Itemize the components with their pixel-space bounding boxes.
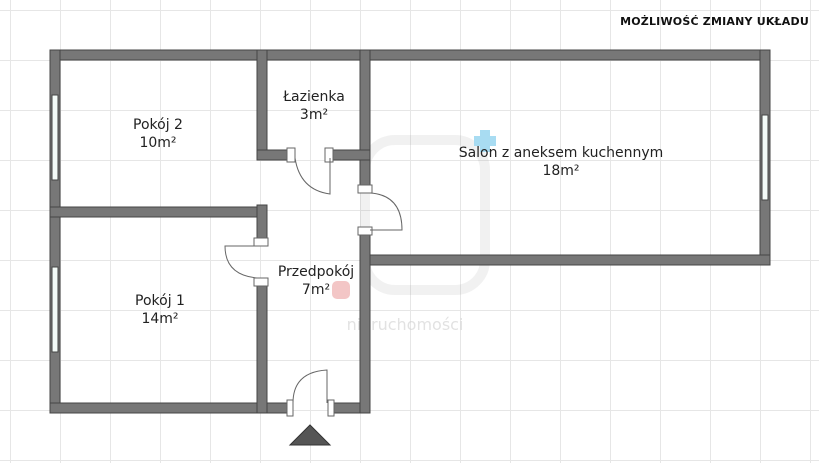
door-entrance xyxy=(286,369,335,417)
door-pokoj1 xyxy=(224,237,269,287)
window-pokoj2 xyxy=(51,94,59,181)
room-label-pokoj1: Pokój 1 14m² xyxy=(135,292,185,328)
door-salon xyxy=(357,184,403,236)
dot-marker-icon xyxy=(332,281,350,299)
window-pokoj1 xyxy=(51,266,59,353)
room-label-przedpokoj: Przedpokój 7m² xyxy=(278,263,354,299)
wall xyxy=(359,49,371,191)
wall xyxy=(332,149,371,161)
room-label-lazienka: Łazienka 3m² xyxy=(283,88,345,124)
room-area: 18m² xyxy=(542,163,580,179)
room-label-pokoj2: Pokój 2 10m² xyxy=(133,116,183,152)
wall xyxy=(49,206,268,218)
watermark-text: nieruchomości xyxy=(347,315,464,334)
room-name: Przedpokój xyxy=(277,264,355,280)
room-label-salon: Salon z aneksem kuchennym 18m² xyxy=(459,144,664,180)
wall xyxy=(359,229,371,414)
watermark-logo xyxy=(360,135,490,295)
wall xyxy=(256,204,268,244)
wall xyxy=(49,49,771,61)
room-area: 7m² xyxy=(301,282,331,298)
room-area: 10m² xyxy=(139,135,177,151)
wall xyxy=(256,281,268,414)
wall xyxy=(256,149,288,161)
entrance-arrow-icon xyxy=(288,424,332,446)
room-area: 3m² xyxy=(299,107,329,123)
door-lazienka xyxy=(286,147,334,195)
room-name: Pokój 2 xyxy=(133,117,183,133)
plus-marker-icon xyxy=(474,130,496,152)
window-salon xyxy=(761,114,769,201)
layout-change-note: MOŻLIWOŚĆ ZMIANY UKŁADU xyxy=(620,15,809,28)
room-name: Łazienka xyxy=(283,89,345,105)
room-name: Pokój 1 xyxy=(135,293,185,309)
room-name: Salon z aneksem kuchennym xyxy=(458,145,664,161)
wall xyxy=(49,402,291,414)
wall xyxy=(369,254,771,266)
wall xyxy=(256,49,268,156)
room-area: 14m² xyxy=(141,311,179,327)
